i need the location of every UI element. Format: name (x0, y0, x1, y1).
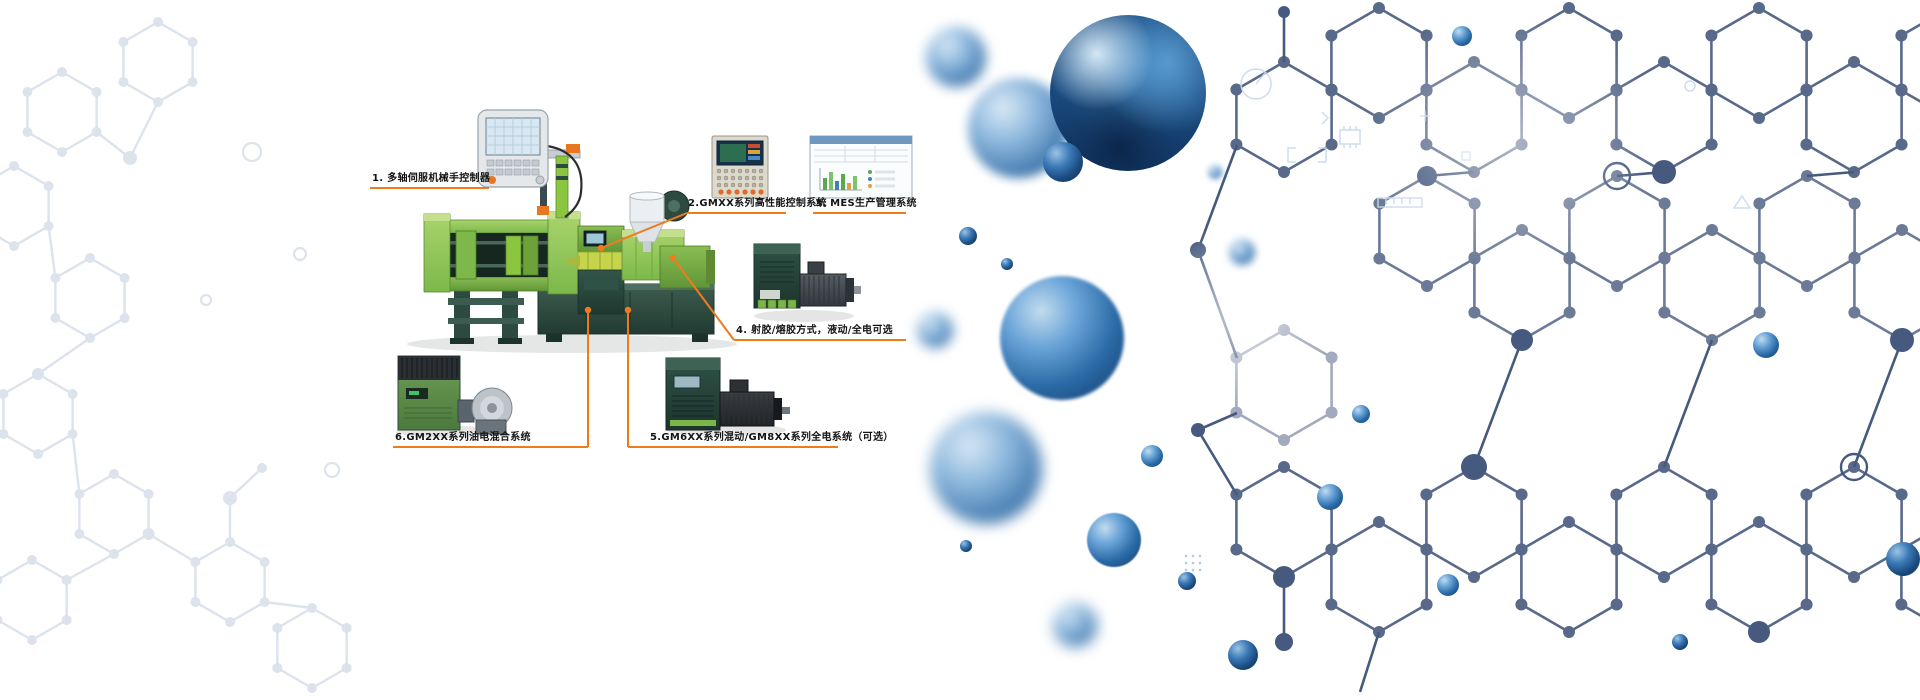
oil-electric-drive (396, 355, 513, 438)
molecule-sphere (1753, 332, 1779, 358)
mes-bar-chart (823, 172, 857, 190)
injection-molding-machine (407, 144, 737, 353)
callout-label-2: 2.GMXX系列高性能控制系统 (688, 198, 827, 209)
callout-label-6: 6.GM2XX系列油电混合系统 (395, 432, 531, 443)
molecule-sphere (1228, 640, 1258, 670)
molecule-sphere (1437, 574, 1459, 596)
white-glow (1360, 10, 1660, 270)
left-molecule-cluster (0, 15, 353, 695)
callout-label-4: 4. 射胶/熔胶方式，液动/全电可选 (736, 325, 893, 336)
molecule-sphere (1886, 542, 1920, 576)
callout-label-5: 5.GM6XX系列混动/GM8XX系列全电系统（可选） (650, 432, 894, 443)
molecule-sphere (960, 540, 972, 552)
control-panel (711, 135, 769, 199)
molecule-sphere (930, 412, 1042, 524)
callout-label-3: 3. MES生产管理系统 (815, 198, 917, 209)
molecule-sphere (1087, 513, 1141, 567)
molecule-sphere (1043, 142, 1083, 182)
injection-drive-motor (753, 243, 861, 322)
molecule-sphere (1053, 603, 1097, 647)
molecule-sphere (1178, 572, 1196, 590)
callout-label-1: 1. 多轴伺服机械手控制器 (372, 173, 491, 184)
callout-anchor-dots (584, 244, 677, 314)
handheld-pendant (477, 109, 549, 188)
hybrid-drive-motor (665, 357, 790, 436)
molecule-sphere (1208, 165, 1222, 179)
molecule-sphere (1352, 405, 1370, 423)
molecule-sphere (917, 312, 953, 348)
molecule-sphere (1229, 239, 1255, 265)
molecule-sphere-large (1050, 15, 1206, 171)
pendant-cable (546, 144, 583, 218)
mes-screen (809, 135, 913, 199)
molecule-sphere (1317, 484, 1343, 510)
mes-legend (868, 170, 895, 188)
callout-connectors (370, 187, 906, 448)
molecule-sphere (1001, 258, 1013, 270)
molecule-sphere (959, 227, 977, 245)
molecule-sphere (1452, 26, 1472, 46)
molecule-sphere (926, 27, 986, 87)
molecule-sphere (1141, 445, 1163, 467)
molecule-sphere (1000, 276, 1124, 400)
molecule-sphere (1672, 634, 1688, 650)
